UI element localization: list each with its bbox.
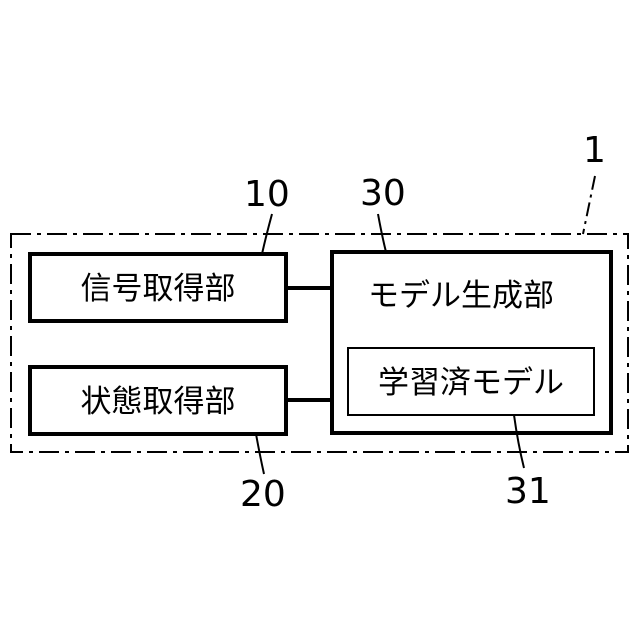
model-generation-label: モデル生成部	[368, 278, 554, 314]
model-generation-ref-label: 30	[360, 173, 406, 214]
signal-acquisition-ref-label: 10	[244, 174, 290, 215]
trained-model-ref-label: 31	[505, 471, 551, 512]
device-ref-label: 1	[583, 130, 606, 171]
signal-acquisition-label: 信号取得部	[81, 271, 236, 307]
state-acquisition-label: 状態取得部	[81, 384, 236, 420]
trained-model-label: 学習済モデル	[378, 365, 564, 401]
device-leader-line	[583, 176, 595, 234]
state-acquisition-ref-label: 20	[240, 474, 286, 515]
state-acquisition-leader-line	[256, 434, 264, 474]
trained-model-leader-line	[514, 415, 524, 468]
